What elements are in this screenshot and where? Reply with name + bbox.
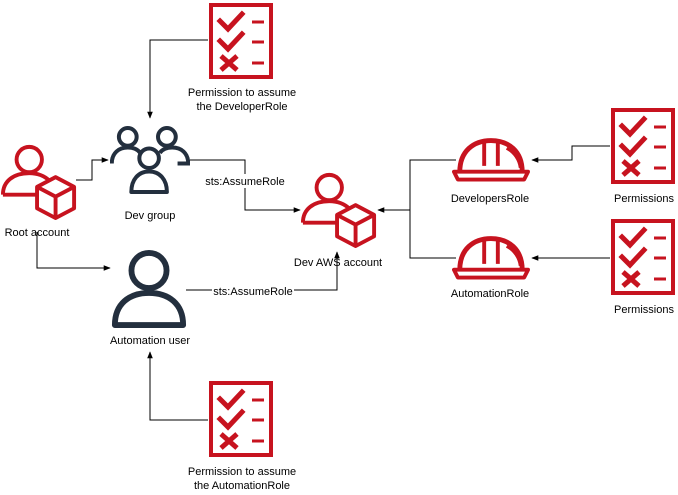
sts-assumerole-label-dev-group: sts:AssumeRole (205, 176, 284, 188)
hard-hat-icon (454, 141, 528, 180)
hard-hat-icon (454, 239, 528, 278)
edge-permissions-to-developers-role (531, 145, 610, 163)
dev-group-node: Dev group (112, 128, 188, 222)
checklist-icon (211, 5, 271, 77)
permissions-automation-label: Permissions (614, 304, 674, 316)
perm-assume-developer-label-line1: Permission to assume (188, 87, 296, 99)
edge-label-dev-group: sts:AssumeRole (204, 174, 286, 188)
automation-role-label: AutomationRole (451, 288, 529, 300)
permissions-developers-label: Permissions (614, 193, 674, 205)
sts-assumerole-label-automation-user: sts:AssumeRole (213, 286, 292, 298)
root-account-label: Root account (5, 227, 70, 239)
edge-root-to-dev-group (76, 157, 109, 181)
edge-perm-automation-to-automation-user (147, 351, 208, 421)
developers-role-node: DevelopersRole (451, 141, 529, 205)
edge-developers-role-bracket (409, 159, 456, 259)
perm-assume-developer-label-line2: the DeveloperRole (196, 101, 287, 113)
user-with-account-box-icon (300, 172, 377, 248)
user-group-icon (112, 128, 188, 192)
user-icon (115, 253, 183, 325)
permissions-automation-node: Permissions (613, 221, 674, 316)
permissions-developers-node: Permissions (613, 110, 674, 205)
automation-user-node: Automation user (110, 253, 190, 347)
edge-perm-developer-to-dev-group (147, 39, 208, 119)
perm-assume-automation-node: Permission to assume the AutomationRole (188, 383, 296, 492)
edge-label-automation-user: sts:AssumeRole (212, 284, 294, 298)
dev-aws-account-node: Dev AWS account (294, 172, 382, 269)
perm-assume-automation-label-line1: Permission to assume (188, 466, 296, 478)
edges (36, 39, 610, 421)
perm-assume-developer-node: Permission to assume the DeveloperRole (188, 5, 296, 113)
automation-role-node: AutomationRole (451, 239, 529, 300)
user-with-account-box-icon (0, 144, 77, 220)
dev-group-label: Dev group (125, 210, 176, 222)
dev-aws-account-label: Dev AWS account (294, 257, 382, 269)
automation-user-label: Automation user (110, 335, 190, 347)
root-account-node: Root account (0, 144, 77, 239)
checklist-icon (613, 110, 673, 182)
checklist-icon (211, 383, 271, 455)
perm-assume-automation-label-line2: the AutomationRole (194, 480, 290, 492)
developers-role-label: DevelopersRole (451, 193, 529, 205)
edge-root-to-automation-user (36, 232, 111, 271)
checklist-icon (613, 221, 673, 293)
